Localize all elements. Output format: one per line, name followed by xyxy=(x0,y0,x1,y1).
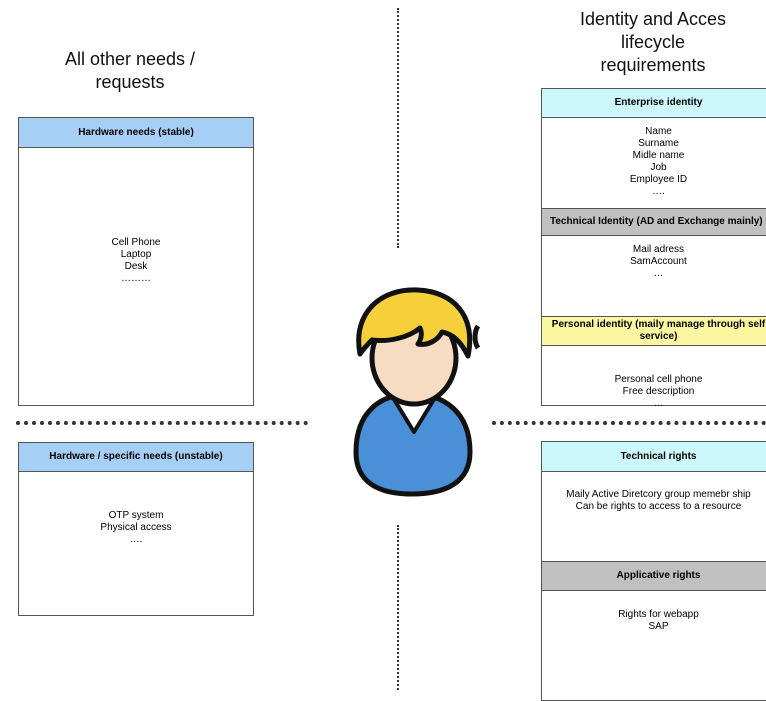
right-heading-line: lifecycle xyxy=(620,32,686,52)
hardware-needs-stable-body: Cell Phone Laptop Desk ……… xyxy=(19,148,253,285)
technical-identity-body: Mail adress SamAccount … xyxy=(542,236,766,317)
left-heading-line: All other needs / xyxy=(64,49,196,69)
avatar-shirt xyxy=(353,391,473,497)
user-avatar-icon xyxy=(353,287,481,497)
right-heading-line: Identity and Acces xyxy=(579,9,727,29)
section-title: Personal identity (maily manage through … xyxy=(551,319,766,342)
hardware-specific-needs-body: OTP system Physical access …. xyxy=(19,472,253,546)
section-title: Applicative rights xyxy=(616,570,701,581)
list-item: Physical access xyxy=(100,522,172,533)
section-title: Technical Identity (AD and Exchange main… xyxy=(550,216,763,227)
technical-identity-header: Technical Identity (AD and Exchange main… xyxy=(542,209,766,236)
list-item: Laptop xyxy=(120,249,152,260)
list-item: Employee ID xyxy=(629,174,688,185)
list-item: ……… xyxy=(121,273,151,284)
section-title: Hardware / specific needs (unstable) xyxy=(49,451,223,462)
applicative-rights-header: Applicative rights xyxy=(542,562,766,591)
list-item: Rights for webapp xyxy=(618,609,699,620)
section-title: Hardware needs (stable) xyxy=(78,126,194,138)
avatar-side-shape xyxy=(472,324,481,350)
technical-rights-body: Maily Active Diretcory group memebr ship… xyxy=(542,472,766,562)
list-item: SamAccount xyxy=(630,256,687,267)
hardware-specific-needs-box: Hardware / specific needs (unstable) OTP… xyxy=(18,442,254,616)
list-item: Name xyxy=(645,126,672,137)
rights-box: Technical rights Maily Active Diretcory … xyxy=(541,441,766,701)
list-item: Free description xyxy=(622,386,695,397)
list-item: Midle name xyxy=(632,150,685,161)
personal-identity-header: Personal identity (maily manage through … xyxy=(542,317,766,346)
left-heading-line: requests xyxy=(95,72,165,92)
list-item: Maily Active Diretcory group memebr ship xyxy=(566,489,751,500)
list-item: Desk xyxy=(124,261,148,272)
list-item: … xyxy=(653,398,664,409)
applicative-rights-body: Rights for webapp SAP xyxy=(542,591,766,633)
list-item: SAP xyxy=(648,621,669,632)
identity-box: Enterprise identity Name Surname Midle n… xyxy=(541,88,766,409)
section-title: Technical rights xyxy=(620,450,697,462)
list-item: Mail adress xyxy=(632,244,685,255)
enterprise-identity-body: Name Surname Midle name Job Employee ID … xyxy=(542,118,766,209)
right-heading: Identity and Acces lifecycle requirement… xyxy=(558,8,748,77)
list-item: … xyxy=(653,268,664,279)
list-item: Surname xyxy=(638,138,679,149)
list-item: Can be rights to access to a resource xyxy=(575,501,742,512)
right-heading-line: requirements xyxy=(600,55,706,75)
section-title: Enterprise identity xyxy=(614,97,703,108)
vertical-divider-bottom xyxy=(397,525,399,690)
hardware-needs-stable-box: Hardware needs (stable) Cell Phone Lapto… xyxy=(18,117,254,406)
list-item: OTP system xyxy=(108,510,164,521)
list-item: Job xyxy=(650,162,667,173)
hardware-specific-needs-header: Hardware / specific needs (unstable) xyxy=(19,443,253,472)
avatar-hair xyxy=(356,287,472,359)
left-heading: All other needs / requests xyxy=(40,48,220,94)
hardware-needs-stable-header: Hardware needs (stable) xyxy=(19,118,253,148)
vertical-divider-top xyxy=(397,8,399,248)
horizontal-divider-left xyxy=(16,421,308,425)
list-item: Personal cell phone xyxy=(614,374,703,385)
technical-rights-header: Technical rights xyxy=(542,442,766,472)
enterprise-identity-header: Enterprise identity xyxy=(542,89,766,118)
horizontal-divider-right xyxy=(492,421,766,425)
personal-identity-body: Personal cell phone Free description … xyxy=(542,346,766,410)
list-item: Cell Phone xyxy=(111,237,161,248)
list-item: …. xyxy=(652,186,665,197)
list-item: …. xyxy=(129,534,143,545)
